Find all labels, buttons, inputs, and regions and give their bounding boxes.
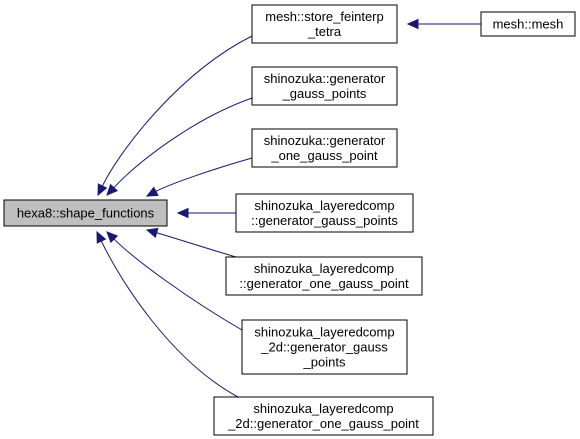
node-label-line: shinozuka_layeredcomp <box>254 198 394 213</box>
arrowhead-icon <box>176 207 189 219</box>
edge-layered2d-one-gauss-to-hexa8 <box>96 230 239 398</box>
edge-line <box>113 97 253 189</box>
node-shin-gauss-points[interactable]: shinozuka::generator_gauss_points <box>251 66 398 106</box>
graph-nodes: hexa8::shape_functions mesh::store_feinte… <box>3 4 576 436</box>
edge-layered-one-gauss-to-hexa8 <box>145 227 237 258</box>
node-layered-one-gauss[interactable]: shinozuka_layeredcomp::generator_one_gau… <box>225 256 423 296</box>
node-label-line: shinozuka::generator <box>264 71 386 86</box>
node-label-line: shinozuka_layeredcomp <box>254 261 394 276</box>
edge-line <box>100 240 239 398</box>
node-label-line: hexa8::shape_functions <box>17 206 155 221</box>
arrowhead-icon <box>406 18 419 30</box>
edge-layered2d-gauss-points-to-hexa8 <box>106 231 243 331</box>
node-mesh-mesh[interactable]: mesh::mesh <box>480 11 576 37</box>
node-box[interactable] <box>480 11 576 37</box>
node-label-line: _points <box>303 355 346 370</box>
node-label-line: _2d::generator_gauss <box>260 340 388 355</box>
arrowhead-icon <box>106 231 119 244</box>
node-label-line: ::generator_one_gauss_point <box>239 276 409 291</box>
node-box[interactable] <box>3 199 168 227</box>
node-layered2d-gauss-points[interactable]: shinozuka_layeredcomp_2d::generator_gaus… <box>241 319 408 375</box>
arrowhead-icon <box>145 227 159 238</box>
arrowhead-icon <box>97 183 108 197</box>
node-box[interactable] <box>251 66 398 106</box>
node-label-line: shinozuka::generator <box>264 133 386 148</box>
arrowhead-icon <box>106 183 119 196</box>
node-label-line: _tetra <box>307 24 342 39</box>
node-box[interactable] <box>235 193 414 233</box>
node-shin-one-gauss[interactable]: shinozuka::generator_one_gauss_point <box>251 128 398 168</box>
edge-layered-gauss-points-to-hexa8 <box>176 207 236 219</box>
node-hexa8[interactable]: hexa8::shape_functions <box>3 199 168 227</box>
node-label-line: _gauss_points <box>282 86 367 101</box>
node-label-line: mesh::store_feinterp <box>265 9 384 24</box>
node-box[interactable] <box>241 319 408 375</box>
edge-shin-gauss-points-to-hexa8 <box>106 97 253 196</box>
node-box[interactable] <box>251 4 398 44</box>
edge-store-feinterp-to-hexa8 <box>97 35 253 197</box>
arrowhead-icon <box>145 186 159 197</box>
node-box[interactable] <box>213 396 434 436</box>
arrowhead-icon <box>96 230 107 244</box>
node-label-line: _2d::generator_one_gauss_point <box>227 416 419 431</box>
edge-line <box>156 232 237 258</box>
node-label-line: _one_gauss_point <box>270 148 378 163</box>
edge-mesh-mesh-to-store-feinterp <box>406 18 481 30</box>
node-layered-gauss-points[interactable]: shinozuka_layeredcomp::generator_gauss_p… <box>235 193 414 233</box>
edge-shin-one-gauss-to-hexa8 <box>145 157 253 197</box>
node-label-line: mesh::mesh <box>493 17 564 32</box>
node-label-line: shinozuka_layeredcomp <box>254 325 394 340</box>
node-box[interactable] <box>251 128 398 168</box>
node-label-line: ::generator_gauss_points <box>251 213 398 228</box>
node-box[interactable] <box>225 256 423 296</box>
graph-edges <box>96 18 481 398</box>
edge-line <box>101 35 253 187</box>
node-layered2d-one-gauss[interactable]: shinozuka_layeredcomp_2d::generator_one_… <box>213 396 434 436</box>
edge-line <box>113 238 243 331</box>
node-label-line: shinozuka_layeredcomp <box>253 401 393 416</box>
node-store-feinterp[interactable]: mesh::store_feinterp_tetra <box>251 4 398 44</box>
edge-line <box>155 157 253 192</box>
